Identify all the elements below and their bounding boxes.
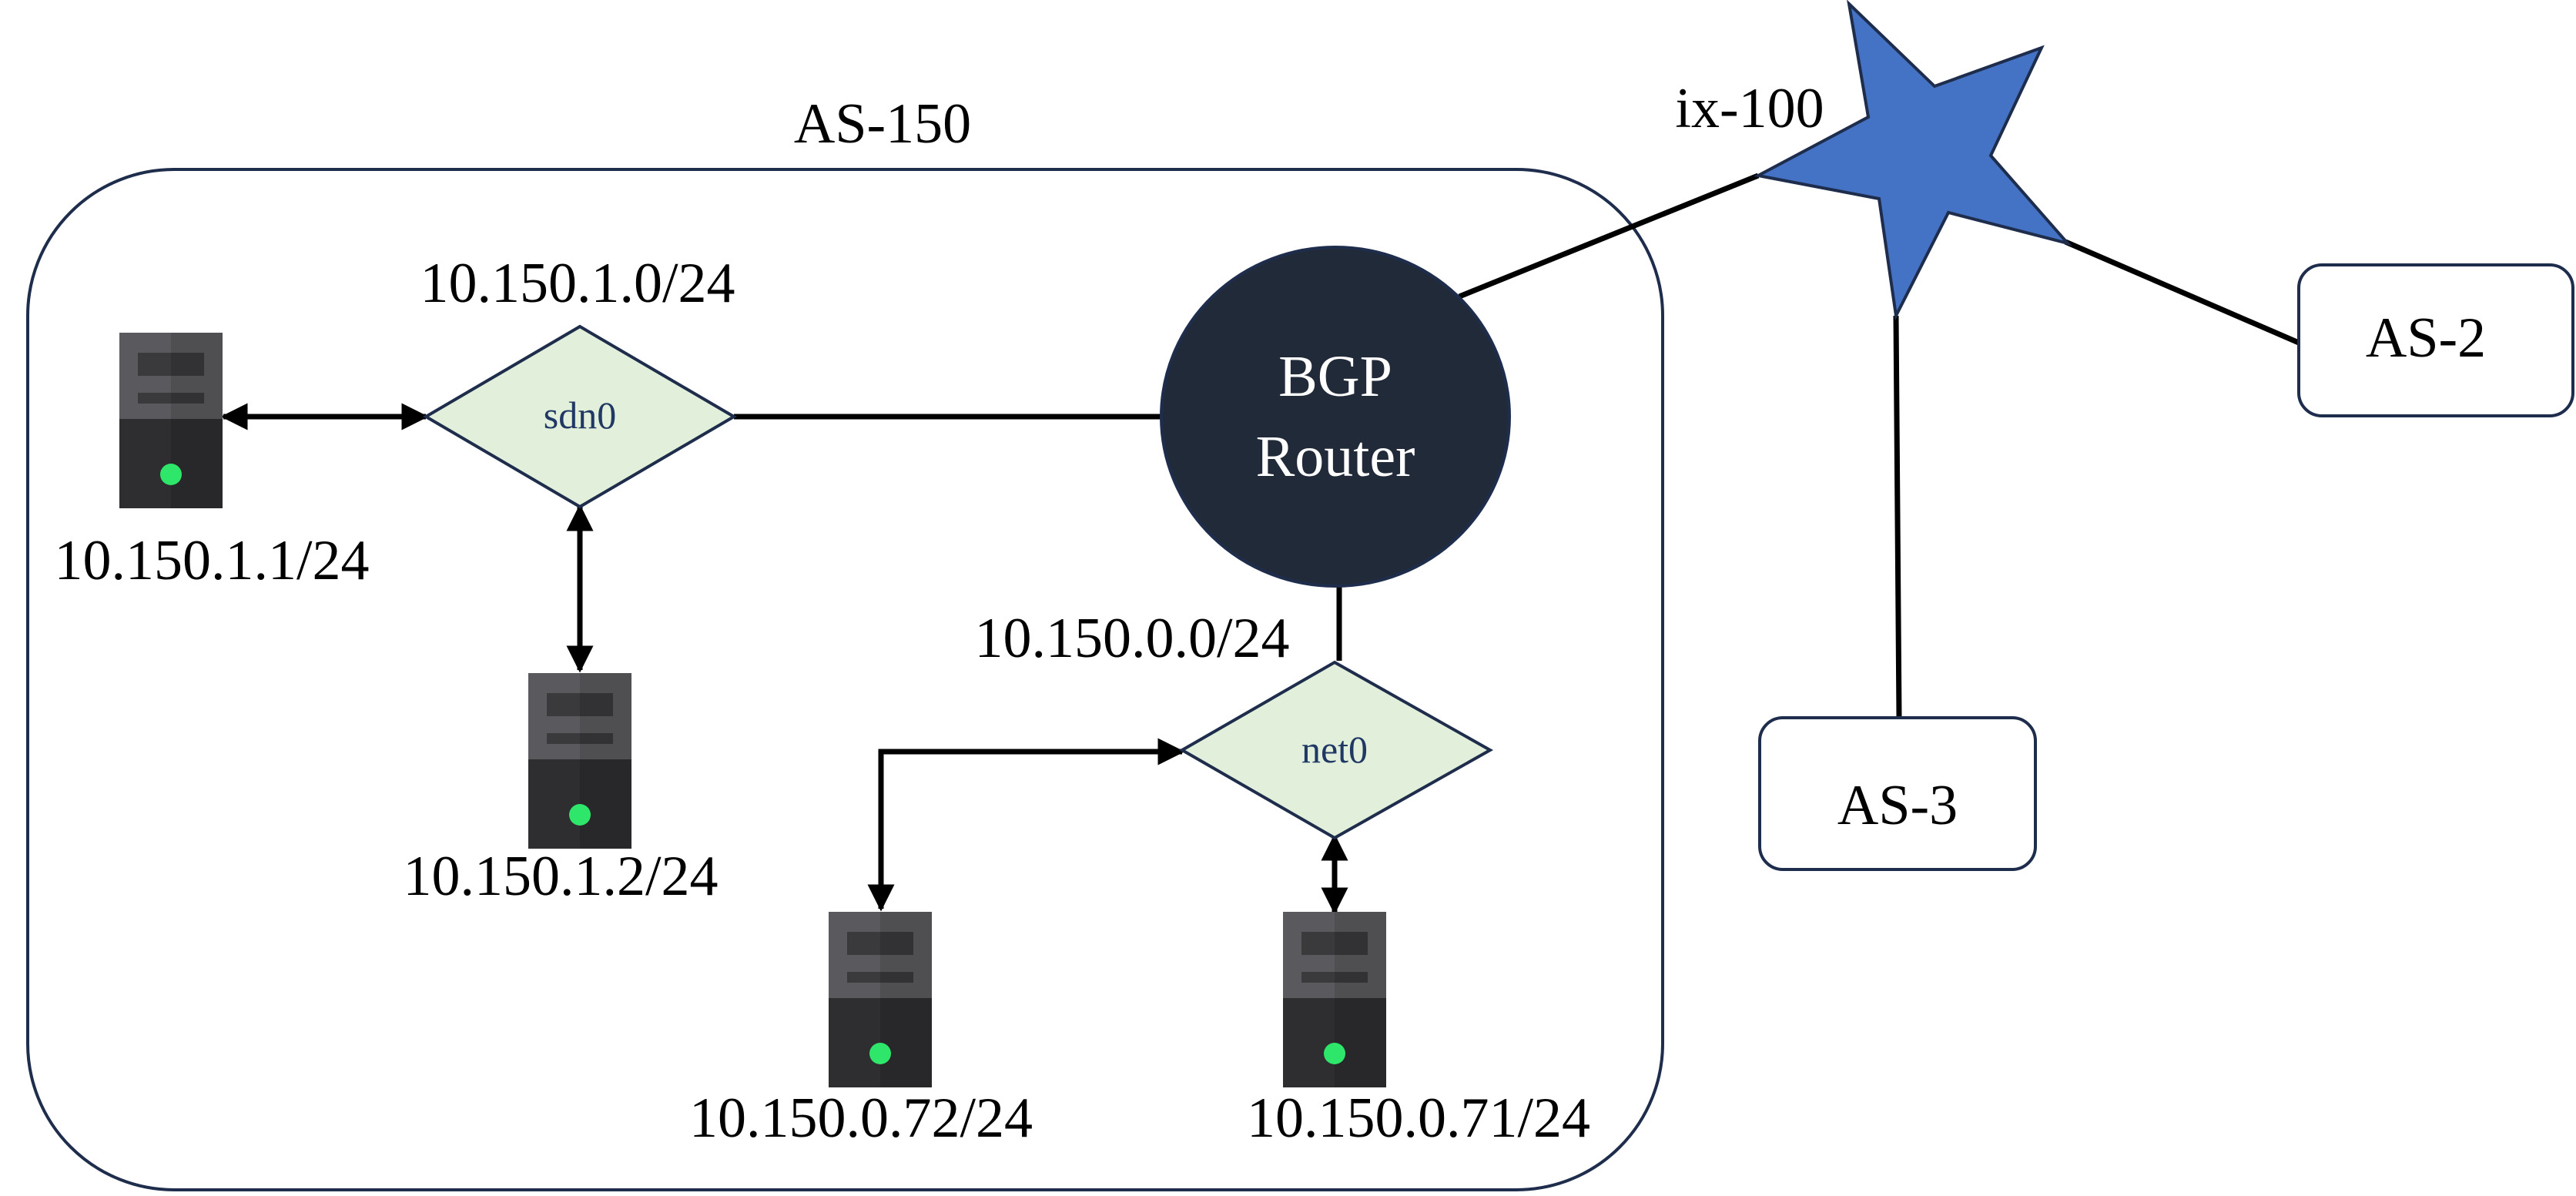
server-icon — [829, 912, 932, 1087]
host-10-150-1-1[interactable]: 10.150.1.1/24 — [54, 333, 370, 592]
as-150-boundary — [26, 168, 1664, 1191]
sdn0-name: sdn0 — [544, 394, 616, 437]
bgp-router-node[interactable]: BGP Router — [1160, 246, 1511, 588]
server-icon — [528, 673, 631, 849]
host-10-150-0-71[interactable]: 10.150.0.71/24 — [1247, 912, 1590, 1150]
server-icon — [1283, 912, 1386, 1087]
host-address-label: 10.150.1.2/24 — [403, 845, 718, 908]
net0-diamond — [1178, 660, 1494, 840]
as-3-label: AS-3 — [1837, 774, 1958, 837]
sdn0-network-node[interactable]: sdn0 — [423, 324, 737, 509]
host-address-label: 10.150.0.71/24 — [1247, 1087, 1590, 1150]
net0-network-node[interactable]: net0 — [1178, 660, 1494, 840]
net0-prefix-label: 10.150.0.0/24 — [974, 607, 1289, 670]
as-3-node[interactable]: AS-3 — [1758, 716, 2037, 871]
sdn0-prefix-label: 10.150.1.0/24 — [420, 252, 735, 315]
ix-100-star — [1754, 0, 2072, 321]
as-2-node[interactable]: AS-2 — [2297, 263, 2574, 417]
as-2-label: AS-2 — [2366, 307, 2486, 370]
link-host72-net0 — [867, 738, 1185, 912]
link-ix100-as2 — [2064, 239, 2300, 346]
host-10-150-0-72[interactable]: 10.150.0.72/24 — [689, 912, 1033, 1150]
ix-100-node[interactable] — [1754, 0, 2072, 321]
as-150-label: AS-150 — [794, 92, 971, 156]
sdn0-diamond — [423, 324, 737, 509]
bgp-router-circle — [1160, 246, 1511, 588]
bgp-router-label-line2: Router — [1256, 424, 1415, 489]
net0-name: net0 — [1301, 728, 1368, 771]
bgp-router-label-line1: BGP — [1278, 344, 1392, 409]
host-10-150-1-2[interactable]: 10.150.1.2/24 — [403, 673, 719, 908]
link-ix100-as3 — [1893, 315, 1902, 719]
host-address-label: 10.150.0.72/24 — [689, 1087, 1033, 1150]
ix-100-label: ix-100 — [1675, 77, 1824, 140]
host-address-label: 10.150.1.1/24 — [54, 529, 369, 592]
link-router-ix100 — [1458, 173, 1760, 300]
server-icon — [119, 333, 223, 508]
links — [220, 173, 2300, 915]
as-2-box — [2297, 263, 2574, 417]
as-3-box — [1758, 716, 2037, 871]
